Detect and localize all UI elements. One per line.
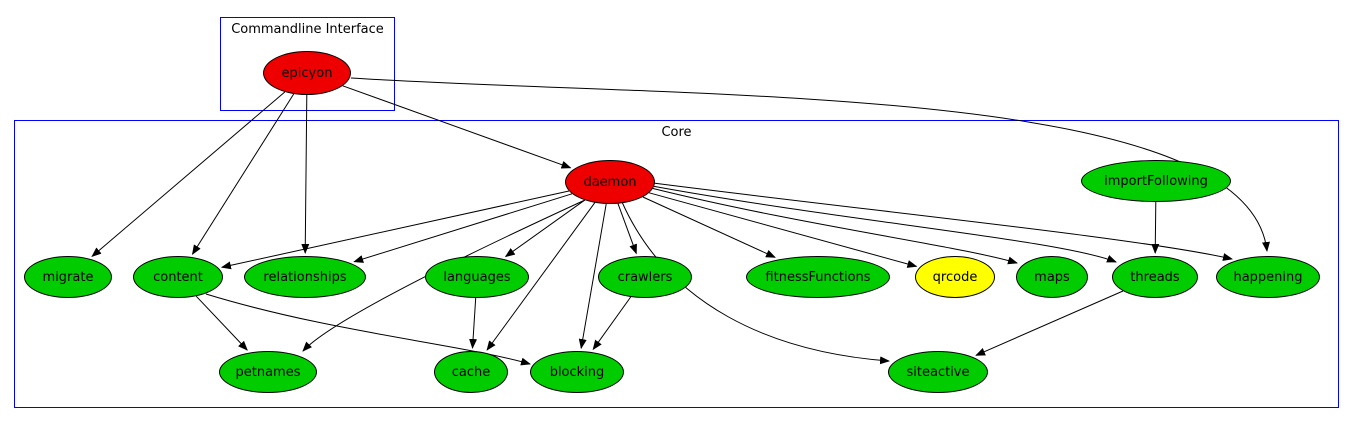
node-blocking: blocking xyxy=(530,351,624,393)
cluster-commandline-interface: Commandline Interface xyxy=(220,17,395,111)
cluster-core: Core xyxy=(14,120,1339,408)
edge-daemon-cache xyxy=(486,202,596,351)
edge-threads-siteactive xyxy=(975,290,1124,356)
cluster-commandline-interface-label: Commandline Interface xyxy=(231,22,384,37)
edge-daemon-happening xyxy=(652,182,1233,261)
edge-daemon-relationships xyxy=(353,193,573,263)
node-daemon: daemon xyxy=(565,160,655,204)
edge-content-petnames xyxy=(195,295,248,351)
node-threads: threads xyxy=(1112,256,1198,298)
cluster-core-label: Core xyxy=(661,125,692,140)
node-qrcode: qrcode xyxy=(915,256,995,298)
edge-daemon-content xyxy=(220,190,570,270)
edge-daemon-fitnessFunctions xyxy=(642,196,776,258)
node-migrate: migrate xyxy=(24,256,112,298)
edge-epicyon-daemon xyxy=(342,85,572,169)
node-relationships: relationships xyxy=(244,256,366,298)
node-crawlers: crawlers xyxy=(598,256,692,298)
edge-daemon-petnames xyxy=(302,199,586,352)
node-fitnessFunctions: fitnessFunctions xyxy=(746,256,890,298)
node-siteactive: siteactive xyxy=(888,351,988,393)
node-petnames: petnames xyxy=(219,351,317,393)
node-cache: cache xyxy=(434,351,508,393)
node-languages: languages xyxy=(425,256,529,298)
node-content: content xyxy=(133,256,223,298)
edge-daemon-crawlers xyxy=(617,203,637,255)
edge-daemon-qrcode xyxy=(649,192,918,268)
node-maps: maps xyxy=(1016,256,1088,298)
edge-importFollowing-threads xyxy=(1151,201,1160,254)
edge-languages-cache xyxy=(469,297,478,349)
node-importFollowing: importFollowing xyxy=(1081,160,1231,202)
edge-epicyon-content xyxy=(191,93,295,255)
node-epicyon: epicyon xyxy=(263,51,351,95)
edge-daemon-languages xyxy=(504,199,585,258)
node-happening: happening xyxy=(1216,256,1320,298)
edge-daemon-blocking xyxy=(578,203,607,350)
edge-epicyon-migrate xyxy=(91,91,286,258)
edge-epicyon-happening xyxy=(350,77,1270,252)
edge-daemon-maps xyxy=(650,187,1018,265)
edge-epicyon-relationships xyxy=(301,94,310,254)
edge-daemon-threads xyxy=(651,185,1117,263)
edge-daemon-siteactive xyxy=(621,201,890,365)
edge-crawlers-blocking xyxy=(592,296,632,351)
edge-content-blocking xyxy=(205,293,531,366)
